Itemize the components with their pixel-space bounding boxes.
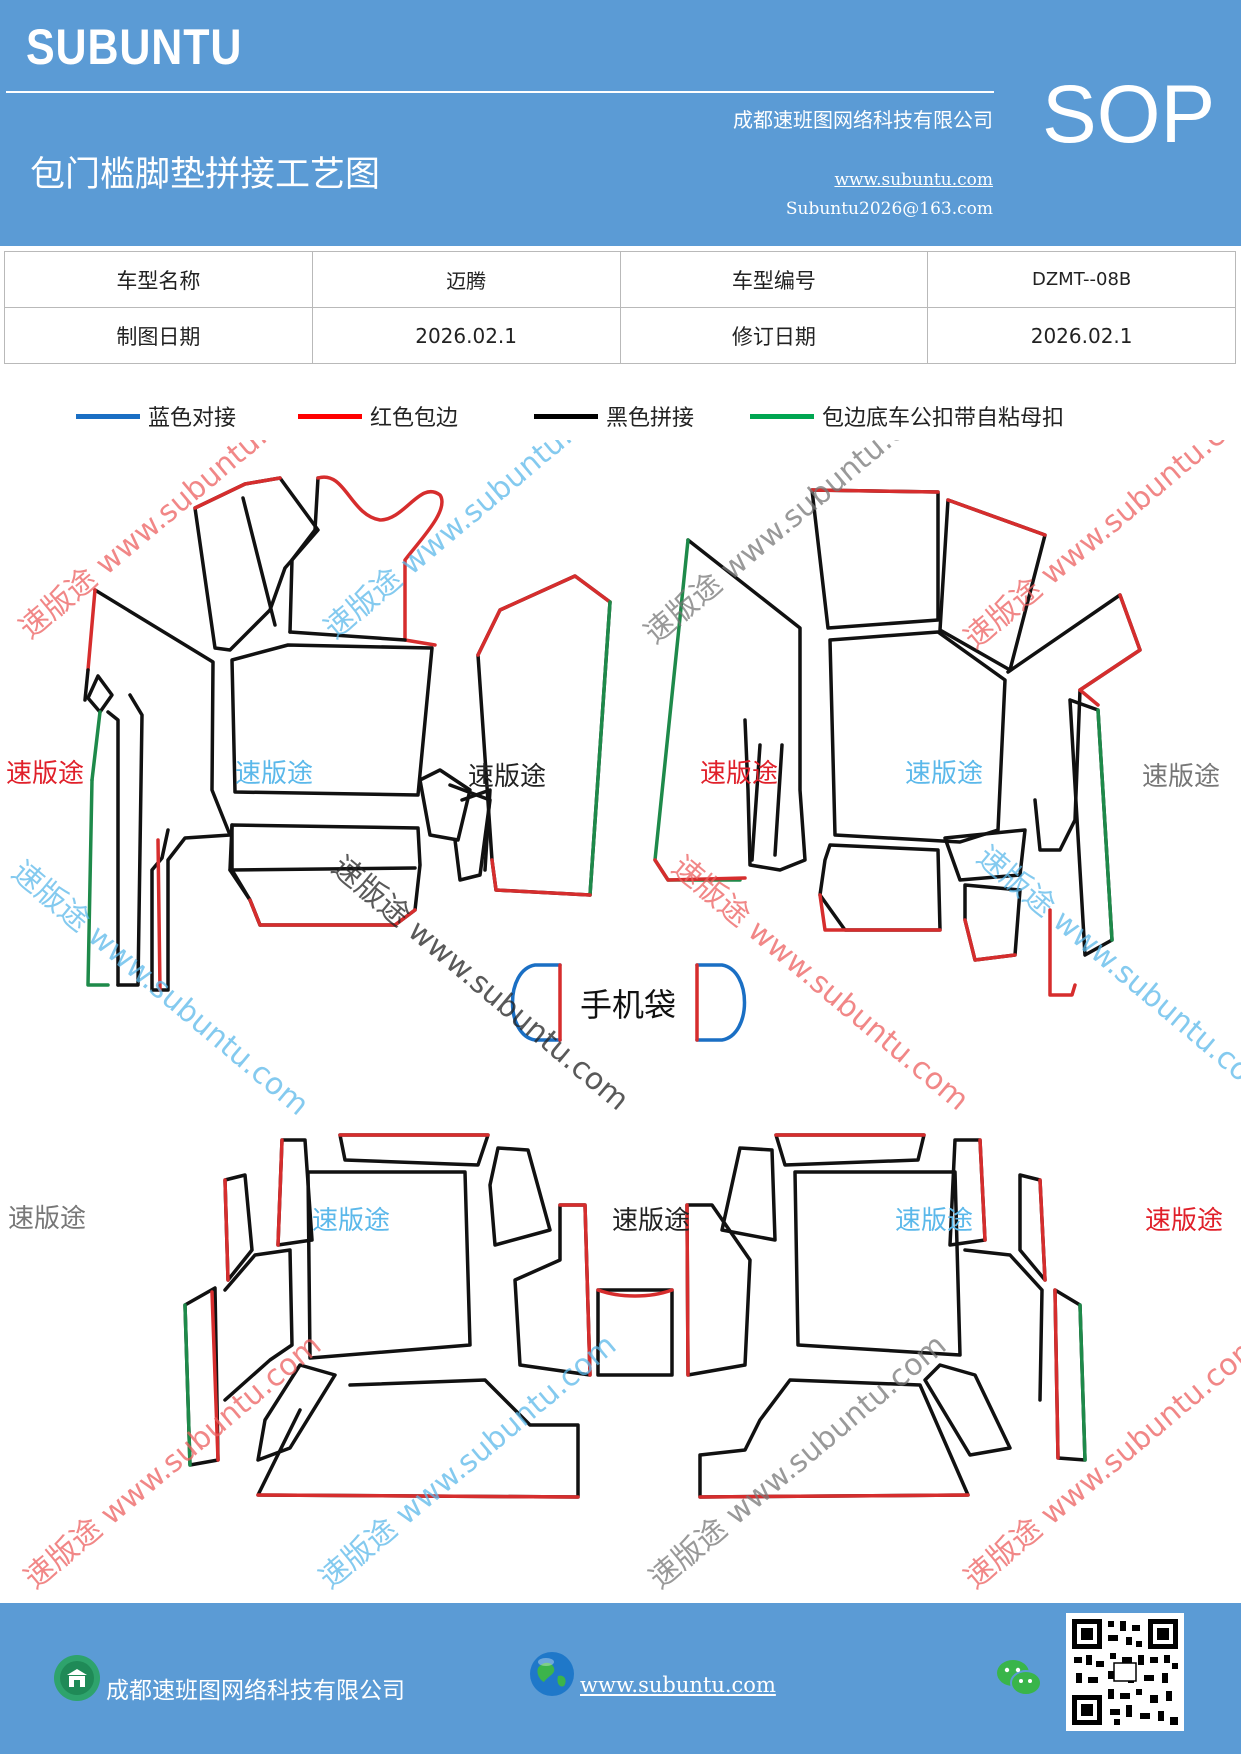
header-banner: SUBUNTU 包门槛脚垫拼接工艺图 成都速班图网络科技有限公司 www.sub… xyxy=(0,0,1241,246)
svg-text:速版途: 速版途 xyxy=(612,1206,690,1236)
svg-text:速版途: 速版途 xyxy=(235,759,313,789)
watermark: 速版途 www.subuntu.com xyxy=(318,440,629,646)
legend-item-blue: 蓝色对接 xyxy=(76,400,236,432)
rear-right-mat xyxy=(685,1133,1087,1499)
qr-code-image xyxy=(1066,1613,1184,1731)
document-title: 包门槛脚垫拼接工艺图 xyxy=(30,155,381,195)
watermark: 速版途 www.subuntu.com xyxy=(18,1328,329,1597)
svg-text:速版途: 速版途 xyxy=(6,759,84,789)
label-draw-date: 制图日期 xyxy=(4,307,313,364)
legend-swatch xyxy=(298,413,362,419)
svg-text:速版途: 速版途 xyxy=(905,759,983,789)
info-table: 车型名称 迈腾 车型编号 DZMT--08B 制图日期 2026.02.1 修订… xyxy=(4,251,1236,364)
brand-logo: SUBUNTU xyxy=(26,19,243,75)
footer-company-name: 成都速班图网络科技有限公司 xyxy=(106,1678,405,1704)
diagram-brand-labels: 速版途 速版途 速版途 速版途 速版途 速版途 速版途 速版途 速版途 速版途 … xyxy=(6,759,1223,1236)
legend-item-green: 包边底车公扣带自粘母扣 xyxy=(750,400,1064,432)
legend-item-black: 黑色拼接 xyxy=(534,400,694,432)
watermark: 速版途 www.subuntu.com xyxy=(13,440,324,646)
value-model-name: 迈腾 xyxy=(311,251,621,308)
value-draw-date: 2026.02.1 xyxy=(311,307,621,364)
label-revise-date: 修订日期 xyxy=(619,307,929,364)
header-divider xyxy=(6,91,994,93)
label-model-code: 车型编号 xyxy=(619,251,929,308)
front-right-door-mat xyxy=(476,574,612,897)
email-address[interactable]: Subuntu2026@163.com xyxy=(785,199,993,219)
table-row: 制图日期 2026.02.1 修订日期 2026.02.1 xyxy=(4,307,1236,364)
legend-item-red: 红色包边 xyxy=(298,400,458,432)
svg-text:速版途: 速版途 xyxy=(312,1206,390,1236)
floor-mat-diagram: 手机袋 速版途 速版途 速版途 速版途 速版途 速版途 速版途 速版途 速版途 … xyxy=(5,440,1241,1597)
wechat-icon[interactable] xyxy=(995,1656,1043,1700)
phone-bag-left xyxy=(510,963,562,1042)
svg-text:速版途: 速版途 xyxy=(895,1206,973,1236)
value-model-code: DZMT--08B xyxy=(927,251,1236,308)
label-model-name: 车型名称 xyxy=(4,251,313,308)
svg-text:速版途: 速版途 xyxy=(1142,762,1220,792)
color-legend: 蓝色对接 红色包边 黑色拼接 包边底车公扣带自粘母扣 xyxy=(0,400,1241,440)
svg-text:速版途: 速版途 xyxy=(8,1204,86,1234)
footer-website-link[interactable]: www.subuntu.com xyxy=(580,1673,776,1697)
globe-icon xyxy=(530,1652,574,1696)
legend-swatch xyxy=(534,413,598,419)
watermark: 速版途 www.subuntu.com xyxy=(958,1328,1241,1597)
watermark: 速版途 www.subuntu.com xyxy=(638,440,949,651)
front-right-mat xyxy=(653,488,1142,997)
legend-swatch xyxy=(76,413,140,419)
svg-text:速版途: 速版途 xyxy=(700,759,778,789)
footer-banner: 成都速班图网络科技有限公司 www.subuntu.com xyxy=(0,1603,1241,1754)
value-revise-date: 2026.02.1 xyxy=(927,307,1236,364)
company-name: 成都速班图网络科技有限公司 xyxy=(733,108,993,132)
website-link[interactable]: www.subuntu.com xyxy=(834,170,993,190)
svg-text:速版途: 速版途 xyxy=(1145,1206,1223,1236)
sop-badge: SOP xyxy=(1042,69,1216,160)
watermark: 速版途 www.subuntu.com xyxy=(970,839,1241,1108)
phone-bag-label: 手机袋 xyxy=(580,986,676,1024)
phone-bag-right xyxy=(695,963,747,1042)
svg-text:速版途: 速版途 xyxy=(468,762,546,792)
front-left-mat xyxy=(83,475,492,992)
watermark: 速版途 www.subuntu.com xyxy=(958,440,1241,656)
building-icon xyxy=(54,1655,100,1701)
rear-left-mat xyxy=(183,1133,674,1499)
legend-swatch xyxy=(750,413,814,419)
table-row: 车型名称 迈腾 车型编号 DZMT--08B xyxy=(4,251,1236,308)
